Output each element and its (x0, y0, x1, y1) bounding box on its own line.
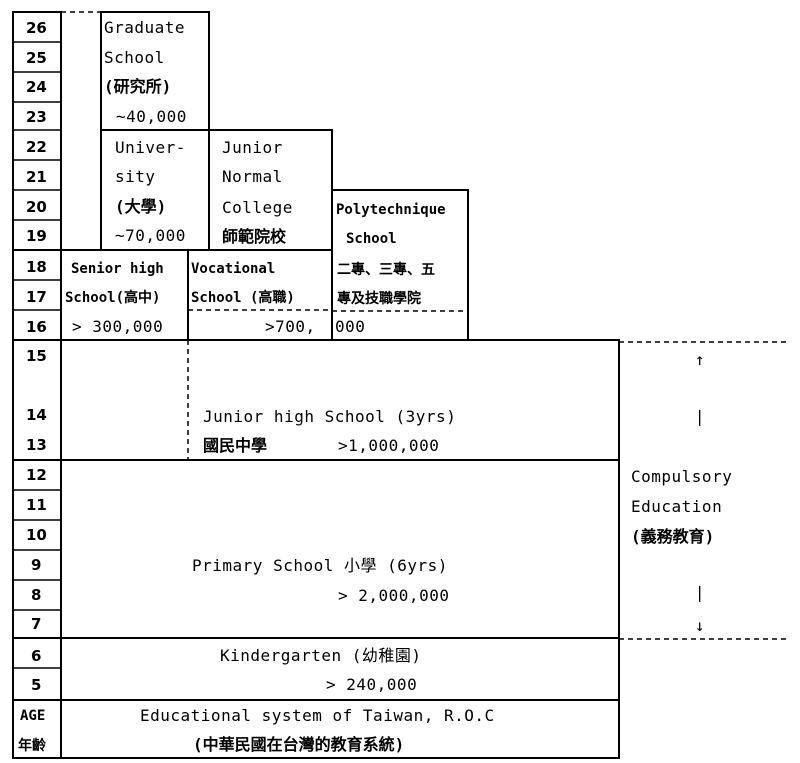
age-header-en: AGE (20, 708, 45, 724)
caption-line-1: Educational system of Taiwan, R.O.C (140, 706, 495, 725)
polytechnique-line-1: Polytechnique (336, 202, 446, 218)
age-label: 25 (26, 49, 47, 67)
age-label: 14 (26, 406, 47, 424)
primary-school-label: Primary School 小學 (6yrs) > 2,000,000 (192, 556, 449, 605)
vocational-line-1: Vocational (191, 261, 275, 277)
age-label: 6 (31, 647, 41, 665)
junior-normal-line-2: Normal (222, 167, 283, 186)
age-label: 18 (26, 258, 47, 276)
age-label: 26 (26, 19, 47, 37)
age-header-zh: 年齡 (18, 737, 46, 754)
age-label: 12 (26, 466, 47, 484)
vocational-line-2: School (高職) (191, 289, 295, 306)
arrow-down-icon: ↓ (695, 616, 705, 635)
basic-education-blocks (60, 339, 790, 759)
polytechnique-line-3: 二專、三專、五 (337, 261, 435, 278)
kindergarten-line-1: Kindergarten (幼稚園) (220, 646, 422, 665)
polytechnique-label: Polytechnique School 二專、三專、五 專及技職學院 (336, 202, 446, 307)
age-label: 9 (31, 556, 41, 574)
graduate-line-4: ~40,000 (116, 107, 187, 126)
university-line-3: (大學) (115, 197, 166, 216)
vocational-line-4: 000 (335, 317, 365, 336)
university-line-2: sity (115, 167, 156, 186)
polytechnique-line-2: School (346, 231, 397, 247)
age-label: 7 (31, 615, 41, 633)
junior-normal-line-1: Junior (222, 138, 283, 157)
caption-label: Educational system of Taiwan, R.O.C (中華民… (140, 706, 495, 754)
caption-line-2: (中華民國在台灣的教育系統) (193, 735, 404, 754)
arrow-up-icon: ↑ (695, 350, 705, 369)
primary-line-1: Primary School 小學 (6yrs) (192, 556, 448, 575)
age-label: 11 (26, 496, 47, 514)
age-label: 15 (26, 347, 47, 365)
primary-school-box (60, 459, 620, 639)
compulsory-line-2: Education (631, 497, 722, 516)
age-label: 19 (26, 227, 47, 245)
vocational-line-3: >700, (265, 317, 316, 336)
senior-high-label: Senior high School(高中) > 300,000 (65, 261, 164, 336)
graduate-line-1: Graduate (104, 18, 185, 37)
junior-high-line-2: 國民中學 (203, 436, 267, 455)
junior-high-label: Junior high School (3yrs) 國民中學 >1,000,00… (203, 407, 456, 455)
university-line-1: Univer- (115, 138, 186, 157)
senior-high-line-3: > 300,000 (72, 317, 163, 336)
graduate-school-label: Graduate School (研究所) ~40,000 (104, 18, 187, 126)
age-column: 26 25 24 23 22 21 20 19 18 17 16 15 14 13 12 11 10 9 8 7 6 5 (12, 11, 62, 759)
graduate-line-2: School (104, 48, 165, 67)
caption-box (60, 699, 620, 759)
age-label: 24 (26, 78, 47, 96)
kindergarten-label: Kindergarten (幼稚園) > 240,000 (220, 646, 422, 694)
junior-normal-college-label: Junior Normal College 師範院校 (222, 138, 293, 246)
compulsory-line-3: (義務教育) (631, 527, 714, 546)
age-label: 16 (26, 318, 47, 336)
graduate-line-3: (研究所) (104, 77, 171, 96)
age-label: 8 (31, 586, 41, 604)
higher-education-blocks (60, 11, 469, 341)
junior-high-line-1: Junior high School (3yrs) (203, 407, 456, 426)
university-line-4: ~70,000 (115, 226, 186, 245)
bar-bottom-icon: | (695, 583, 705, 602)
primary-line-2: > 2,000,000 (338, 586, 449, 605)
junior-normal-line-3: College (222, 198, 293, 217)
age-label: 20 (26, 198, 47, 216)
age-label: 23 (26, 108, 47, 126)
university-label: Univer- sity (大學) ~70,000 (115, 138, 186, 245)
age-label: 13 (26, 436, 47, 454)
senior-high-line-1: Senior high (71, 261, 164, 277)
senior-high-line-2: School(高中) (65, 289, 160, 306)
age-label: 10 (26, 526, 47, 544)
junior-high-line-3: >1,000,000 (338, 436, 439, 455)
age-label: 17 (26, 288, 47, 306)
compulsory-education-label: ↑ | Compulsory Education (義務教育) | ↓ (631, 350, 732, 635)
age-header: AGE 年齡 (18, 708, 46, 754)
vocational-label: Vocational School (高職) >700, 000 (191, 261, 365, 336)
age-label: 21 (26, 168, 47, 186)
age-label: 5 (31, 676, 41, 694)
age-label: 22 (26, 138, 47, 156)
junior-normal-line-4: 師範院校 (222, 227, 287, 246)
polytechnique-line-4: 專及技職學院 (337, 290, 421, 307)
kindergarten-line-2: > 240,000 (326, 675, 417, 694)
compulsory-line-1: Compulsory (631, 467, 732, 486)
bar-top-icon: | (695, 407, 705, 426)
